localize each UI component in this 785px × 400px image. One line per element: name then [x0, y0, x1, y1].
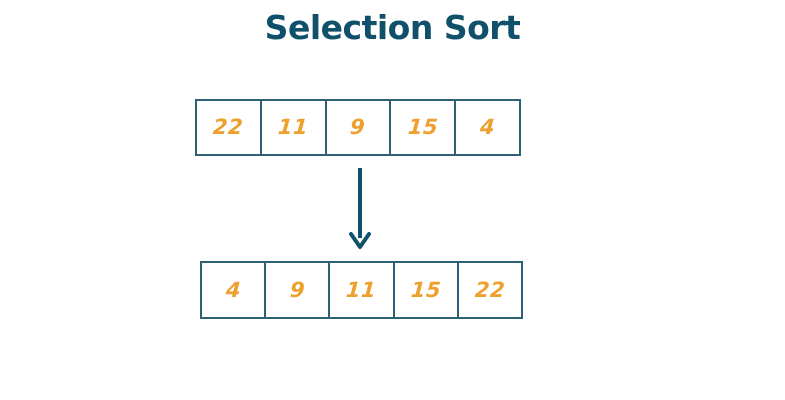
- unsorted-array: 22 11 9 15 4: [195, 99, 521, 156]
- array-cell: 4: [456, 101, 519, 154]
- array-cell-value: 4: [224, 277, 242, 302]
- array-cell-value: 4: [479, 115, 497, 139]
- array-cell-value: 9: [349, 115, 367, 139]
- sorted-array: 4 9 11 15 22: [200, 261, 523, 319]
- page-title: Selection Sort: [264, 8, 521, 47]
- array-cell-value: 11: [277, 115, 310, 139]
- array-cell-value: 9: [288, 277, 306, 302]
- array-cell: 22: [197, 101, 262, 154]
- array-cell: 4: [202, 263, 267, 317]
- arrow-down-icon: [343, 168, 377, 250]
- arrow-down-glyph: [349, 168, 371, 249]
- array-cell: 11: [330, 263, 395, 317]
- array-cell-value: 22: [473, 277, 506, 302]
- array-cell-value: 11: [345, 277, 378, 302]
- array-cell: 11: [262, 101, 327, 154]
- array-cell: 15: [395, 263, 459, 317]
- array-cell: 9: [327, 101, 392, 154]
- array-cell-value: 22: [212, 115, 245, 139]
- array-cell-value: 15: [409, 277, 442, 302]
- array-cell: 22: [459, 263, 521, 317]
- array-cell: 9: [266, 263, 331, 317]
- array-cell: 15: [391, 101, 457, 154]
- array-cell-value: 15: [406, 115, 439, 139]
